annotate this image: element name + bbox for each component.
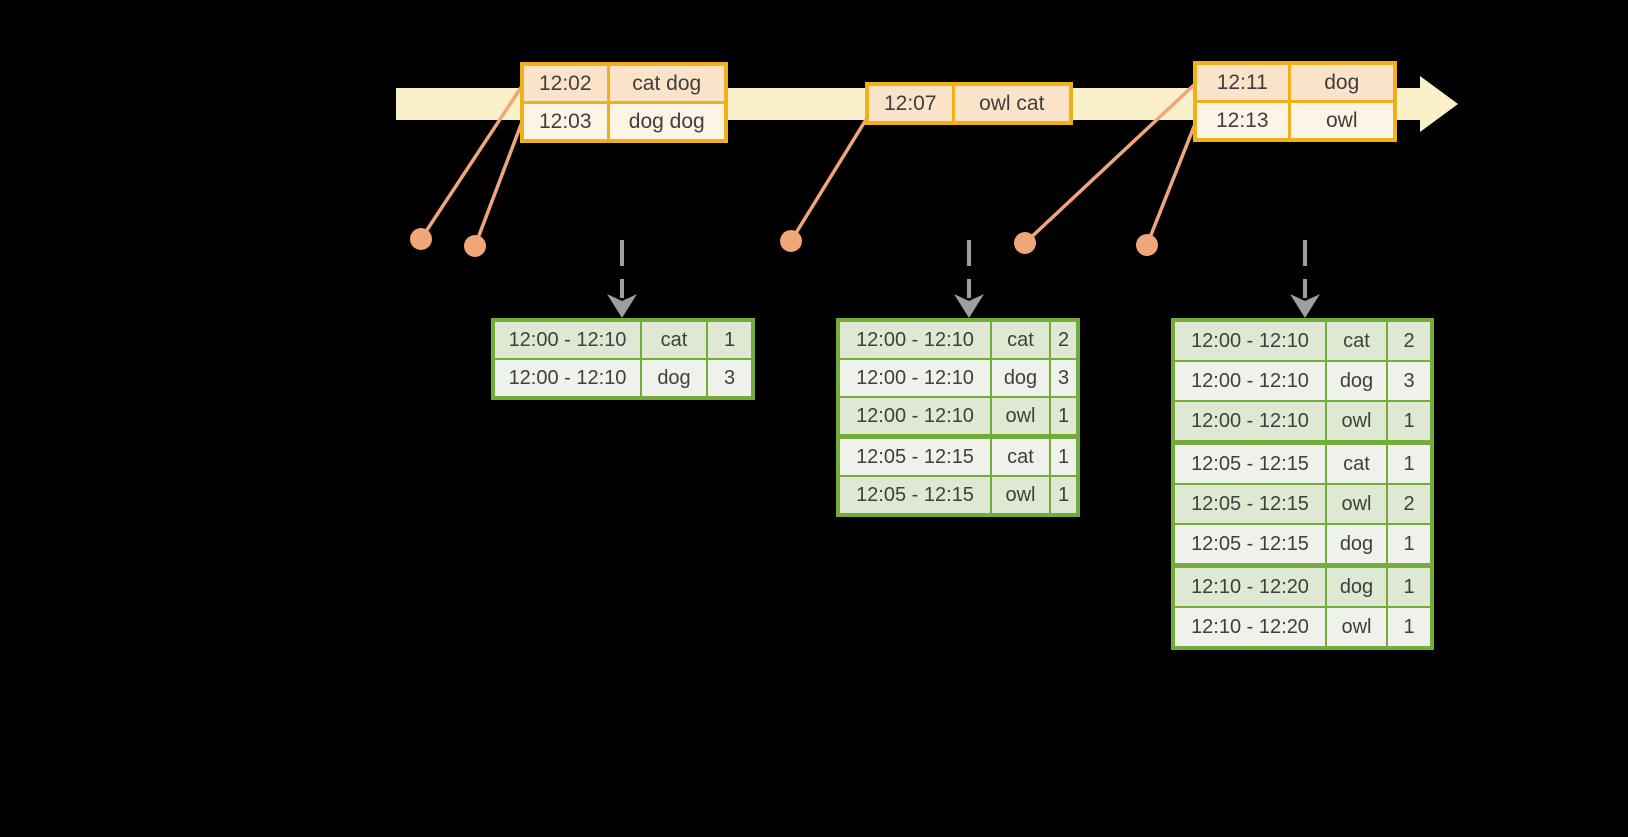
count-cell: 1 — [1386, 400, 1433, 445]
count-cell: 1 — [1049, 435, 1079, 477]
word-cell: owl — [990, 396, 1051, 439]
event-dot-icon — [410, 228, 432, 250]
count-cell: 3 — [706, 358, 754, 399]
count-cell: 3 — [1049, 358, 1079, 398]
word-cell: owl — [990, 475, 1051, 516]
count-cell: 2 — [1386, 483, 1433, 525]
table-row: 12:00 - 12:10 cat 2 — [837, 319, 1079, 360]
event-connector-line — [419, 85, 524, 240]
event-words-cell: owl — [1287, 100, 1397, 142]
window-cell: 12:05 - 12:15 — [837, 475, 992, 516]
window-cell: 12:10 - 12:20 — [1172, 606, 1327, 649]
event-words-cell: dog — [1287, 61, 1397, 103]
event-row: 12:03 dog dog — [520, 101, 728, 143]
event-row: 12:02 cat dog — [520, 62, 728, 104]
event-words-cell: dog dog — [606, 101, 728, 143]
word-cell: dog — [1325, 564, 1388, 608]
table-row: 12:00 - 12:10 cat 2 — [1172, 319, 1433, 362]
table-row: 12:05 - 12:15 owl 1 — [837, 475, 1079, 516]
word-cell: cat — [990, 319, 1051, 360]
trigger-arrowhead-icon — [1290, 294, 1320, 318]
table-row: 12:00 - 12:10 owl 1 — [1172, 400, 1433, 445]
window-cell: 12:00 - 12:10 — [837, 358, 992, 398]
table-row: 12:05 - 12:15 cat 1 — [837, 435, 1079, 477]
window-cell: 12:10 - 12:20 — [1172, 564, 1327, 608]
table-row: 12:00 - 12:10 dog 3 — [1172, 360, 1433, 402]
event-dot-icon — [1014, 232, 1036, 254]
word-cell: cat — [990, 435, 1051, 477]
count-cell: 2 — [1386, 319, 1433, 362]
count-cell: 2 — [1049, 319, 1079, 360]
word-cell: dog — [1325, 360, 1388, 402]
count-cell: 1 — [1049, 396, 1079, 439]
event-words-cell: cat dog — [606, 62, 728, 104]
event-dot-icon — [1136, 234, 1158, 256]
result-table-1: 12:00 - 12:10 cat 1 12:00 - 12:10 dog 3 — [491, 318, 755, 400]
table-row: 12:10 - 12:20 dog 1 — [1172, 564, 1433, 608]
word-cell: dog — [640, 358, 708, 399]
word-cell: dog — [1325, 523, 1388, 568]
count-cell: 1 — [706, 319, 754, 360]
event-connector-line — [789, 117, 869, 242]
count-cell: 1 — [1386, 523, 1433, 568]
trigger-arrowhead-icon — [607, 294, 637, 318]
word-cell: cat — [1325, 441, 1388, 485]
event-dot-icon — [780, 230, 802, 252]
event-connector-line — [1145, 123, 1197, 246]
table-row: 12:00 - 12:10 dog 3 — [492, 358, 754, 399]
word-cell: dog — [990, 358, 1051, 398]
window-cell: 12:00 - 12:10 — [1172, 360, 1327, 402]
word-cell: owl — [1325, 606, 1388, 649]
count-cell: 1 — [1049, 475, 1079, 516]
table-row: 12:00 - 12:10 cat 1 — [492, 319, 754, 360]
window-cell: 12:00 - 12:10 — [1172, 319, 1327, 362]
window-cell: 12:05 - 12:15 — [1172, 523, 1327, 568]
table-row: 12:10 - 12:20 owl 1 — [1172, 606, 1433, 649]
input-events-table-1: 12:02 cat dog 12:03 dog dog — [520, 62, 728, 143]
event-connector-line — [473, 121, 524, 247]
event-dot-icon — [464, 235, 486, 257]
word-cell: cat — [1325, 319, 1388, 362]
event-row: 12:11 dog — [1193, 61, 1397, 103]
event-time-cell: 12:07 — [865, 82, 955, 125]
count-cell: 1 — [1386, 564, 1433, 608]
count-cell: 3 — [1386, 360, 1433, 402]
event-time-cell: 12:13 — [1193, 100, 1291, 142]
table-row: 12:05 - 12:15 cat 1 — [1172, 441, 1433, 485]
count-cell: 1 — [1386, 606, 1433, 649]
table-row: 12:05 - 12:15 dog 1 — [1172, 523, 1433, 568]
window-cell: 12:00 - 12:10 — [837, 319, 992, 360]
event-row: 12:07 owl cat — [865, 82, 1073, 125]
table-row: 12:00 - 12:10 owl 1 — [837, 396, 1079, 439]
window-cell: 12:05 - 12:15 — [1172, 441, 1327, 485]
window-cell: 12:05 - 12:15 — [837, 435, 992, 477]
table-row: 12:00 - 12:10 dog 3 — [837, 358, 1079, 398]
window-cell: 12:00 - 12:10 — [492, 358, 642, 399]
word-cell: cat — [640, 319, 708, 360]
input-events-table-3: 12:11 dog 12:13 owl — [1193, 61, 1397, 142]
window-cell: 12:00 - 12:10 — [492, 319, 642, 360]
word-cell: owl — [1325, 483, 1388, 525]
event-time-cell: 12:03 — [520, 101, 610, 143]
result-table-2: 12:00 - 12:10 cat 2 12:00 - 12:10 dog 3 … — [836, 318, 1080, 517]
window-cell: 12:05 - 12:15 — [1172, 483, 1327, 525]
event-connector-line — [1023, 82, 1197, 245]
event-time-cell: 12:11 — [1193, 61, 1291, 103]
event-time-cell: 12:02 — [520, 62, 610, 104]
event-words-cell: owl cat — [951, 82, 1073, 125]
timeline-arrowhead-icon — [1420, 76, 1458, 132]
result-table-3: 12:00 - 12:10 cat 2 12:00 - 12:10 dog 3 … — [1171, 318, 1434, 650]
count-cell: 1 — [1386, 441, 1433, 485]
input-events-table-2: 12:07 owl cat — [865, 82, 1073, 125]
trigger-arrowhead-icon — [954, 294, 984, 318]
window-cell: 12:00 - 12:10 — [837, 396, 992, 439]
table-row: 12:05 - 12:15 owl 2 — [1172, 483, 1433, 525]
word-cell: owl — [1325, 400, 1388, 445]
window-cell: 12:00 - 12:10 — [1172, 400, 1327, 445]
event-row: 12:13 owl — [1193, 100, 1397, 142]
